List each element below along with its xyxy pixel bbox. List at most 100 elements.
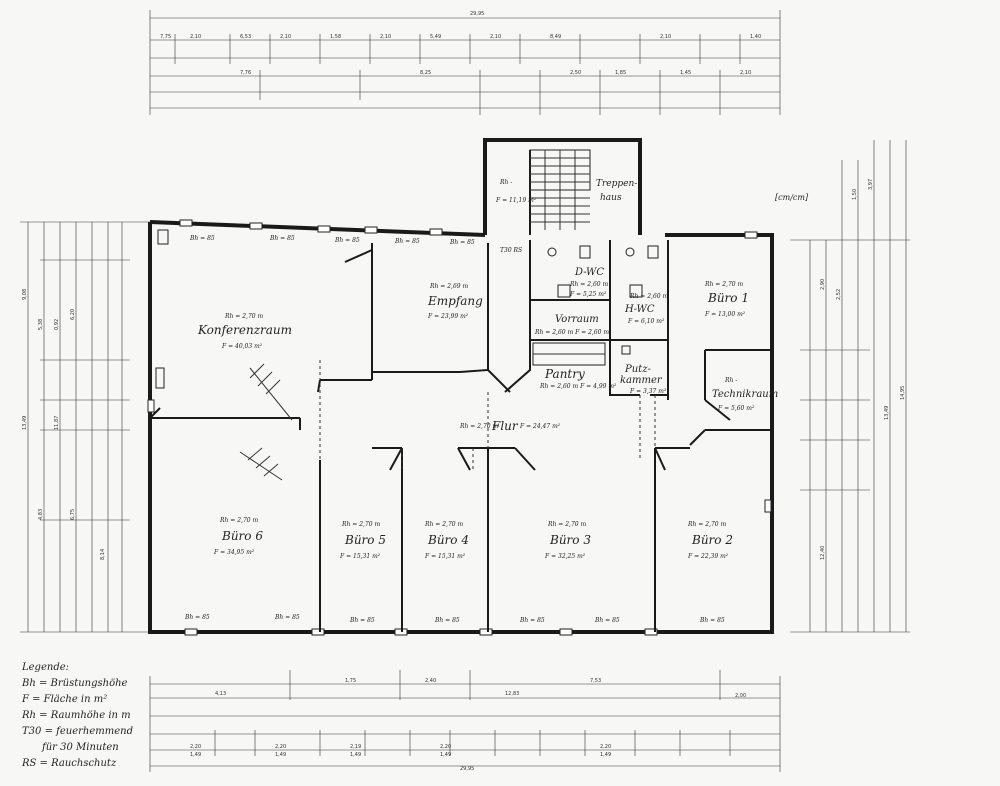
left-dim-8: 8,14 bbox=[100, 549, 106, 560]
top-dim-8: 2,10 bbox=[490, 34, 501, 40]
buero5-area: F = 15,31 m² bbox=[339, 553, 381, 560]
bottom2-dim-2: 1,75 bbox=[345, 678, 356, 684]
legend-line-6: RS = Rauchschutz bbox=[21, 758, 117, 769]
room-buero-6: Rh = 2,70 m Büro 6 F = 34,95 m² bbox=[213, 517, 263, 556]
sill-label-8: Bh = 85 bbox=[349, 617, 375, 624]
empfang-rh: Rh = 2,69 m bbox=[429, 283, 468, 290]
room-empfang: Rh = 2,69 m Empfang F = 23,99 m² bbox=[427, 283, 483, 320]
right-dim-7: 14,95 bbox=[900, 386, 906, 400]
bottom-dim-2: 1,49 bbox=[190, 752, 201, 758]
flur-area: F = 24,47 m² bbox=[519, 423, 561, 430]
sill-label-9: Bh = 85 bbox=[434, 617, 460, 624]
room-pantry: Pantry Rh = 2,60 m F = 4,99 m² bbox=[539, 367, 617, 390]
technikraum-name: Technikraum bbox=[712, 389, 778, 400]
right-dim-3: 1,50 bbox=[852, 189, 858, 200]
konferenz-name: Konferenzraum bbox=[197, 323, 292, 337]
room-vorraum: Vorraum Rh = 2,60 m F = 2,60 m² bbox=[534, 314, 612, 336]
legend-line-2: F = Fläche in m² bbox=[21, 694, 107, 705]
exterior-walls bbox=[147, 138, 774, 636]
buero2-rh: Rh = 2,70 m bbox=[687, 521, 726, 528]
hwc-area: F = 6,10 m² bbox=[627, 318, 665, 325]
dwc-area: F = 5,25 m² bbox=[569, 291, 607, 298]
sill-label-12: Bh = 85 bbox=[699, 617, 725, 624]
sill-label-2: Bh = 85 bbox=[269, 235, 295, 242]
putzkammer-name-2: kammer bbox=[620, 375, 663, 386]
sill-label-7: Bh = 85 bbox=[274, 614, 300, 621]
buero1-name: Büro 1 bbox=[707, 291, 749, 305]
vorraum-name: Vorraum bbox=[555, 314, 599, 325]
top2-dim-2: 8,25 bbox=[420, 70, 431, 76]
right-dim-5: 12,40 bbox=[820, 546, 826, 560]
room-buero-4: Rh = 2,70 m Büro 4 F = 15,31 m² bbox=[424, 521, 469, 560]
buero1-area: F = 13,00 m² bbox=[704, 311, 746, 318]
legend-line-1: Bh = Brüstungshöhe bbox=[21, 678, 128, 689]
left-dimension-chains: 9,08 5,38 0,92 6,20 13,49 11,87 6,75 8,1… bbox=[20, 221, 150, 633]
top-dim-4: 2,10 bbox=[280, 34, 291, 40]
buero4-area: F = 15,31 m² bbox=[424, 553, 466, 560]
room-putzkammer: Putz- kammer F = 3,37 m² bbox=[620, 364, 667, 395]
left-dim-4: 6,20 bbox=[70, 309, 76, 320]
buero2-name: Büro 2 bbox=[691, 533, 733, 547]
konferenz-area: F = 40,03 m² bbox=[221, 343, 263, 350]
bottom-total-dim: 29,95 bbox=[460, 766, 474, 772]
bottom-dim-7: 2,20 bbox=[440, 744, 451, 750]
staircase-label-1: Treppen- bbox=[596, 179, 637, 189]
staircase-label-2: haus bbox=[600, 193, 622, 203]
buero6-area: F = 34,95 m² bbox=[213, 549, 255, 556]
legend-line-4: T30 = feuerhemmend bbox=[22, 726, 133, 737]
dwc-rh: Rh = 2,60 m bbox=[569, 281, 608, 288]
sill-label-3: Bh = 85 bbox=[334, 237, 360, 244]
sill-label-6: Bh = 85 bbox=[184, 614, 210, 621]
bottom2-dim-3: 2,40 bbox=[425, 678, 436, 684]
staircase: Treppen- haus Rh - F = 11,19 m² T30 RS bbox=[495, 149, 637, 254]
room-buero-5: Rh = 2,70 m Büro 5 F = 15,31 m² bbox=[339, 521, 386, 560]
buero5-rh: Rh = 2,70 m bbox=[341, 521, 380, 528]
left-dim-5: 13,49 bbox=[22, 416, 28, 430]
empfang-name: Empfang bbox=[427, 294, 483, 308]
staircase-rh: Rh - bbox=[499, 179, 512, 186]
legend-line-5: für 30 Minuten bbox=[41, 742, 119, 753]
right-dimension-chains: 2,90 2,52 1,50 3,97 12,40 13,49 14,95 bbox=[790, 140, 910, 633]
left-dim-9: 4,83 bbox=[38, 509, 44, 520]
buero4-name: Büro 4 bbox=[427, 533, 469, 547]
dwc-name: D-WC bbox=[574, 267, 604, 278]
sill-label-11: Bh = 85 bbox=[594, 617, 620, 624]
sill-label-5: Bh = 85 bbox=[449, 239, 475, 246]
left-dim-3: 0,92 bbox=[54, 319, 60, 330]
bottom-dim-5: 2,19 bbox=[350, 744, 361, 750]
bottom-dim-6: 1,49 bbox=[350, 752, 361, 758]
top-total-dim: 29,95 bbox=[470, 11, 484, 17]
door-t30-label: T30 RS bbox=[500, 247, 522, 254]
buero2-area: F = 22,39 m² bbox=[687, 553, 729, 560]
top2-dim-3: 2,50 bbox=[570, 70, 581, 76]
bottom-dim-8: 1,49 bbox=[440, 752, 451, 758]
konferenz-rh: Rh = 2,70 m bbox=[224, 313, 263, 320]
legend: Legende: Bh = Brüstungshöhe F = Fläche i… bbox=[21, 662, 133, 769]
sill-label-10: Bh = 85 bbox=[519, 617, 545, 624]
buero4-rh: Rh = 2,70 m bbox=[424, 521, 463, 528]
sill-label-1: Bh = 85 bbox=[189, 235, 215, 242]
bottom-dimension-chains: 2,20 1,49 2,20 1,49 2,19 1,49 2,20 1,49 … bbox=[149, 670, 781, 772]
bottom-dim-9: 2,20 bbox=[600, 744, 611, 750]
left-dim-1: 9,08 bbox=[22, 289, 28, 300]
top-dim-5: 1,58 bbox=[330, 34, 341, 40]
top-dimension-chains: 29,95 7,75 2,10 6,53 2,10 1,58 2,10 5,49… bbox=[149, 10, 781, 115]
top-dim-9: 8,49 bbox=[550, 34, 561, 40]
pantry-name: Pantry bbox=[544, 367, 585, 381]
top-dim-2: 2,10 bbox=[190, 34, 201, 40]
empfang-area: F = 23,99 m² bbox=[427, 313, 469, 320]
hwc-rh: Rh = 2,60 m bbox=[629, 293, 668, 300]
bottom2-dim-4: 12,83 bbox=[505, 691, 519, 697]
technikraum-area: F = 5,60 m² bbox=[717, 405, 755, 412]
right-dim-4: 3,97 bbox=[868, 179, 874, 190]
bottom-dim-1: 2,20 bbox=[190, 744, 201, 750]
top2-dim-6: 2,10 bbox=[740, 70, 751, 76]
top-dim-1: 7,75 bbox=[160, 34, 171, 40]
left-dim-2: 5,38 bbox=[38, 319, 44, 330]
pantry-info: Rh = 2,60 m F = 4,99 m² bbox=[539, 383, 617, 390]
right-dim-1: 2,90 bbox=[820, 279, 826, 290]
right-dim-2: 2,52 bbox=[836, 289, 842, 300]
bottom2-dim-5: 7,53 bbox=[590, 678, 601, 684]
flur-rh: Rh = 2,70 m bbox=[459, 423, 498, 430]
